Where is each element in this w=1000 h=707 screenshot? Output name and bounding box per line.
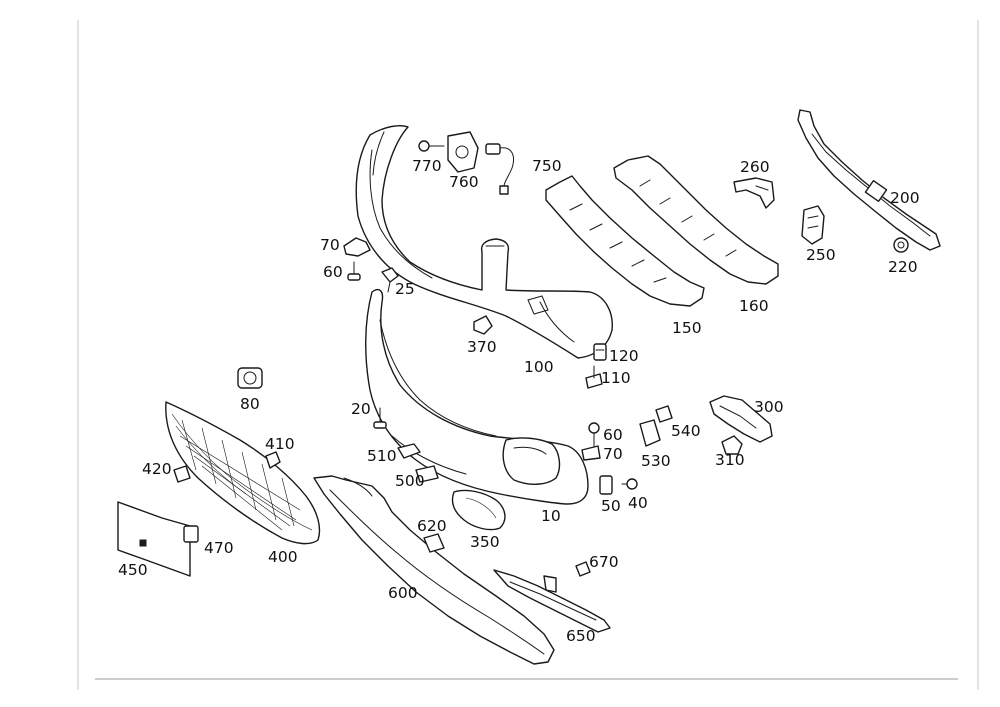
part-80-sensor-holder bbox=[237, 367, 263, 389]
part-470-clip bbox=[183, 525, 199, 543]
label-80: 80 bbox=[240, 395, 260, 413]
part-530-bracket bbox=[639, 419, 661, 447]
label-70a: 70 bbox=[320, 236, 340, 254]
part-10-lower-bumper bbox=[365, 288, 589, 505]
part-70b-bracket bbox=[581, 445, 601, 461]
label-350: 350 bbox=[470, 533, 500, 551]
part-150-energy-absorber bbox=[545, 175, 705, 307]
label-60a: 60 bbox=[323, 263, 343, 281]
part-20-bolt bbox=[373, 407, 387, 429]
part-250-bracket bbox=[801, 205, 825, 245]
label-160: 160 bbox=[739, 297, 769, 315]
label-410: 410 bbox=[265, 435, 295, 453]
part-750-harness bbox=[485, 143, 514, 195]
callout-labels: 750 770 760 260 200 70 250 220 60 25 160… bbox=[118, 157, 920, 645]
part-650-trim-strip bbox=[493, 569, 611, 633]
label-510: 510 bbox=[367, 447, 397, 465]
label-620: 620 bbox=[417, 517, 447, 535]
label-540: 540 bbox=[671, 422, 701, 440]
part-350-fog-bezel bbox=[451, 489, 506, 531]
part-50-clip bbox=[599, 475, 613, 495]
part-400-grille bbox=[165, 401, 321, 545]
part-510-bracket bbox=[397, 443, 421, 459]
label-20: 20 bbox=[351, 400, 371, 418]
label-300: 300 bbox=[754, 398, 784, 416]
part-410-clip bbox=[265, 451, 281, 469]
label-450: 450 bbox=[118, 561, 148, 579]
label-70b: 70 bbox=[603, 445, 623, 463]
label-110: 110 bbox=[601, 369, 631, 387]
label-400: 400 bbox=[268, 548, 298, 566]
label-770: 770 bbox=[412, 157, 442, 175]
part-770-bolt bbox=[418, 140, 445, 152]
part-620-clip bbox=[423, 533, 445, 553]
part-370-cap bbox=[473, 315, 493, 335]
part-200-reinforcement bbox=[797, 109, 941, 251]
part-160-energy-absorber bbox=[613, 155, 779, 285]
part-670-nut bbox=[575, 561, 591, 577]
part-450-license-plate-holder bbox=[117, 501, 191, 577]
part-25-clip bbox=[381, 267, 399, 293]
label-260: 260 bbox=[740, 158, 770, 176]
part-760-housing bbox=[447, 131, 479, 173]
label-25: 25 bbox=[395, 280, 415, 298]
part-600-lower-spoiler bbox=[313, 475, 555, 665]
part-70a-bracket bbox=[343, 237, 371, 257]
label-370: 370 bbox=[467, 338, 497, 356]
part-540-clip bbox=[655, 405, 673, 423]
label-50: 50 bbox=[601, 497, 621, 515]
part-110-fastener bbox=[585, 365, 603, 389]
part-100-bumper-cover bbox=[355, 125, 613, 359]
label-670: 670 bbox=[589, 553, 619, 571]
label-100: 100 bbox=[524, 358, 554, 376]
label-530: 530 bbox=[641, 452, 671, 470]
label-200: 200 bbox=[890, 189, 920, 207]
label-750: 750 bbox=[532, 157, 562, 175]
part-40-bolt bbox=[621, 478, 638, 490]
label-220: 220 bbox=[888, 258, 918, 276]
part-310-clip bbox=[721, 435, 743, 455]
part-60b-bolt bbox=[588, 422, 600, 447]
part-300-side-bracket bbox=[709, 395, 773, 443]
label-420: 420 bbox=[142, 460, 172, 478]
label-500: 500 bbox=[395, 472, 425, 490]
label-760: 760 bbox=[449, 173, 479, 191]
label-60b: 60 bbox=[603, 426, 623, 444]
label-650: 650 bbox=[566, 627, 596, 645]
label-40: 40 bbox=[628, 494, 648, 512]
label-600: 600 bbox=[388, 584, 418, 602]
part-260-bracket bbox=[733, 177, 775, 209]
part-120-sensor bbox=[593, 343, 607, 361]
label-470: 470 bbox=[204, 539, 234, 557]
part-60a-bolt bbox=[347, 261, 361, 281]
label-250: 250 bbox=[806, 246, 836, 264]
label-120: 120 bbox=[609, 347, 639, 365]
label-150: 150 bbox=[672, 319, 702, 337]
part-500-bracket bbox=[415, 465, 439, 483]
label-10: 10 bbox=[541, 507, 561, 525]
label-310: 310 bbox=[715, 451, 745, 469]
part-220-bolt bbox=[893, 237, 909, 253]
part-420-clip bbox=[173, 465, 191, 483]
